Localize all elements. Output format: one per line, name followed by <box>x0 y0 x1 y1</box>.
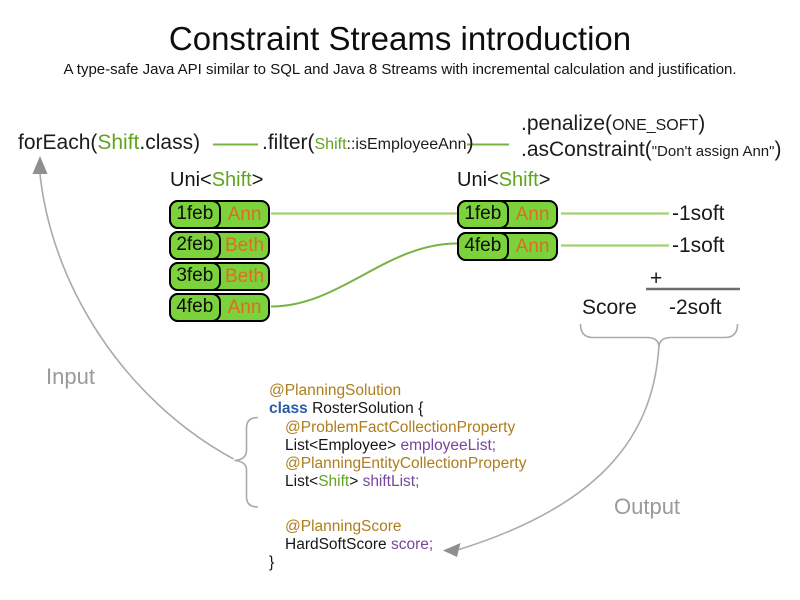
asconstraint-pre: .asConstraint( <box>521 138 652 161</box>
uni-pre: Uni< <box>170 169 212 191</box>
annotation: @PlanningScore <box>285 517 402 535</box>
annotation: @ProblemFactCollectionProperty <box>285 418 516 436</box>
field-type: HardSoftScore <box>285 536 391 554</box>
annotation: @PlanningEntityCollectionProperty <box>285 455 527 473</box>
input-label: Input <box>46 364 95 389</box>
right-stream-type-label: Uni<Shift> <box>457 170 550 190</box>
asconstraint-post: ) <box>774 138 782 161</box>
shift-date-cell: 1feb <box>168 199 221 229</box>
field-name: employeeList; <box>400 436 497 454</box>
shift-employee-cell: Ann <box>227 296 262 318</box>
filter-type: Shift <box>314 136 347 153</box>
filter-post: ) <box>466 131 474 154</box>
shift-employee-cell: Beth <box>224 234 265 256</box>
shift-date-cell: 1feb <box>456 199 509 229</box>
code-line: @PlanningScore <box>269 518 526 536</box>
filter-method: ::isEmployeeAnn <box>346 136 467 153</box>
code-line: @PlanningEntityCollectionProperty <box>269 455 526 473</box>
field-type: > <box>349 473 363 491</box>
output-arrowhead-icon <box>443 543 461 557</box>
code-line: HardSoftScore score; <box>269 536 526 554</box>
closing-brace: } <box>269 554 275 572</box>
shift-row: Beth 3feb <box>168 261 270 291</box>
score-label: Score <box>582 296 637 319</box>
penalize-expression: .penalize(ONE_SOFT) <box>521 113 705 134</box>
input-arrow-curve <box>38 168 234 460</box>
foreach-expression: forEach(Shift.class) <box>18 132 200 153</box>
output-label: Output <box>614 494 681 519</box>
code-block: @PlanningSolution class RosterSolution {… <box>269 382 526 573</box>
code-line: List<Employee> employeeList; <box>269 437 526 455</box>
match-score-2: -1soft <box>672 234 725 257</box>
field-type: List< <box>285 473 319 491</box>
foreach-pre: forEach( <box>18 131 98 154</box>
asconstraint-arg: "Don't assign Ann" <box>651 143 775 160</box>
uni-post: > <box>251 169 264 191</box>
field-name: score; <box>390 536 434 554</box>
filter-pre: .filter( <box>262 131 315 154</box>
uni-type: Shift <box>498 169 539 191</box>
shift-employee-cell: Beth <box>224 265 265 287</box>
shift-date-cell: 4feb <box>456 231 509 261</box>
output-arrow-curve <box>458 344 660 551</box>
penalize-post: ) <box>698 112 706 135</box>
shift-date-cell: 2feb <box>168 230 221 260</box>
foreach-type: Shift <box>97 131 140 154</box>
field-name: shiftList; <box>362 473 420 491</box>
page-subtitle: A type-safe Java API similar to SQL and … <box>63 61 737 78</box>
shift-row: Beth 2feb <box>168 230 270 260</box>
code-line: @PlanningSolution <box>269 382 526 400</box>
match-curve-4feb <box>270 242 458 308</box>
shift-row: Ann 4feb <box>168 292 270 322</box>
asconstraint-expression: .asConstraint("Don't assign Ann") <box>521 139 781 160</box>
plus-sign: + <box>650 267 663 290</box>
shift-row: Ann 4feb <box>456 231 558 261</box>
uni-type: Shift <box>211 169 252 191</box>
uni-post: > <box>538 169 551 191</box>
shift-row: Ann 1feb <box>168 199 270 229</box>
class-declaration: RosterSolution { <box>307 400 424 418</box>
code-line: @ProblemFactCollectionProperty <box>269 419 526 437</box>
score-brace <box>579 323 739 347</box>
shift-employee-cell: Ann <box>515 235 550 257</box>
shift-row: Ann 1feb <box>456 199 558 229</box>
shift-type: Shift <box>318 473 350 491</box>
code-line: } <box>269 554 526 572</box>
code-line: class RosterSolution { <box>269 400 526 418</box>
code-brace <box>234 416 259 508</box>
shift-date-cell: 4feb <box>168 292 221 322</box>
code-line: List<Shift> shiftList; <box>269 473 526 491</box>
shift-employee-cell: Ann <box>227 203 262 225</box>
match-score-1: -1soft <box>672 202 725 225</box>
foreach-post: .class) <box>139 131 201 154</box>
field-type: List<Employee> <box>285 436 401 454</box>
annotation: @PlanningSolution <box>269 382 402 399</box>
penalize-arg: ONE_SOFT <box>612 117 699 134</box>
filter-expression: .filter(Shift::isEmployeeAnn) <box>262 132 474 153</box>
shift-employee-cell: Ann <box>515 203 550 225</box>
input-arrowhead-icon <box>32 156 48 174</box>
score-total: -2soft <box>669 296 722 319</box>
uni-pre: Uni< <box>457 169 499 191</box>
code-blank-line <box>269 492 526 518</box>
penalize-pre: .penalize( <box>521 112 613 135</box>
left-stream-type-label: Uni<Shift> <box>170 170 263 190</box>
shift-date-cell: 3feb <box>168 261 221 291</box>
page-title: Constraint Streams introduction <box>168 20 632 57</box>
keyword: class <box>269 400 308 418</box>
